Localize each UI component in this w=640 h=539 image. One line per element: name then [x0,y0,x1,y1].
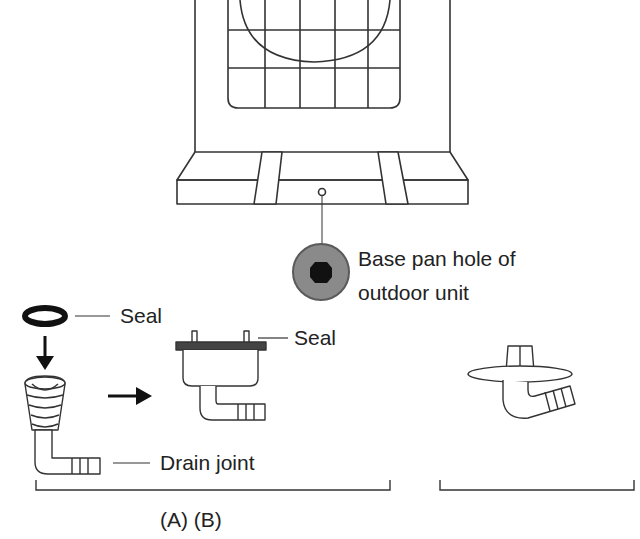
leader-line [258,337,288,338]
arrow-shaft [44,336,47,358]
joint-elbow [200,386,265,420]
grille-bar [367,0,369,108]
part-label: Seal [294,321,336,355]
leader-line [322,196,323,244]
grille-bar [299,0,301,108]
base-pan-top [177,152,468,180]
joint-elbow [503,380,575,418]
unit-edge [449,0,451,152]
joint-slot [32,384,58,390]
base-hole [319,189,326,196]
fan-grille [228,0,400,108]
seal-flange [176,342,266,350]
drain-joint-elbow [35,430,100,474]
part-label: Seal [120,299,162,333]
fan-ring [240,0,390,62]
grille-bar [228,29,400,31]
joint-top [25,377,65,389]
grille-bar [228,67,400,69]
pipe-rib [545,388,566,411]
hole-detail [293,244,349,300]
pipe-rib [238,404,254,420]
arrow-head [36,356,54,370]
part-label: Drain joint [160,446,255,480]
arrow-shaft [108,395,138,398]
grille-bar [264,0,266,108]
group-label: (A) (B) [160,503,222,537]
hole-shape [310,262,332,283]
thread-ridge [27,395,63,427]
arrow-head [136,387,152,405]
base-foot [378,152,408,204]
joint-tab [192,331,197,343]
base-foot [254,152,282,204]
joint-flange [468,366,572,382]
grille-bar [334,0,336,108]
leader-line [113,462,150,463]
group-bracket [440,480,634,490]
group-bracket [36,480,390,490]
part-label: Base pan hole of outdoor unit [358,242,536,310]
seal-ring [25,308,65,324]
joint-tab [244,331,249,343]
drain-joint-thread [25,376,65,430]
unit-edge [194,0,196,152]
leader-line [75,315,110,316]
pipe-rib [72,458,88,474]
joint-body [183,350,258,386]
